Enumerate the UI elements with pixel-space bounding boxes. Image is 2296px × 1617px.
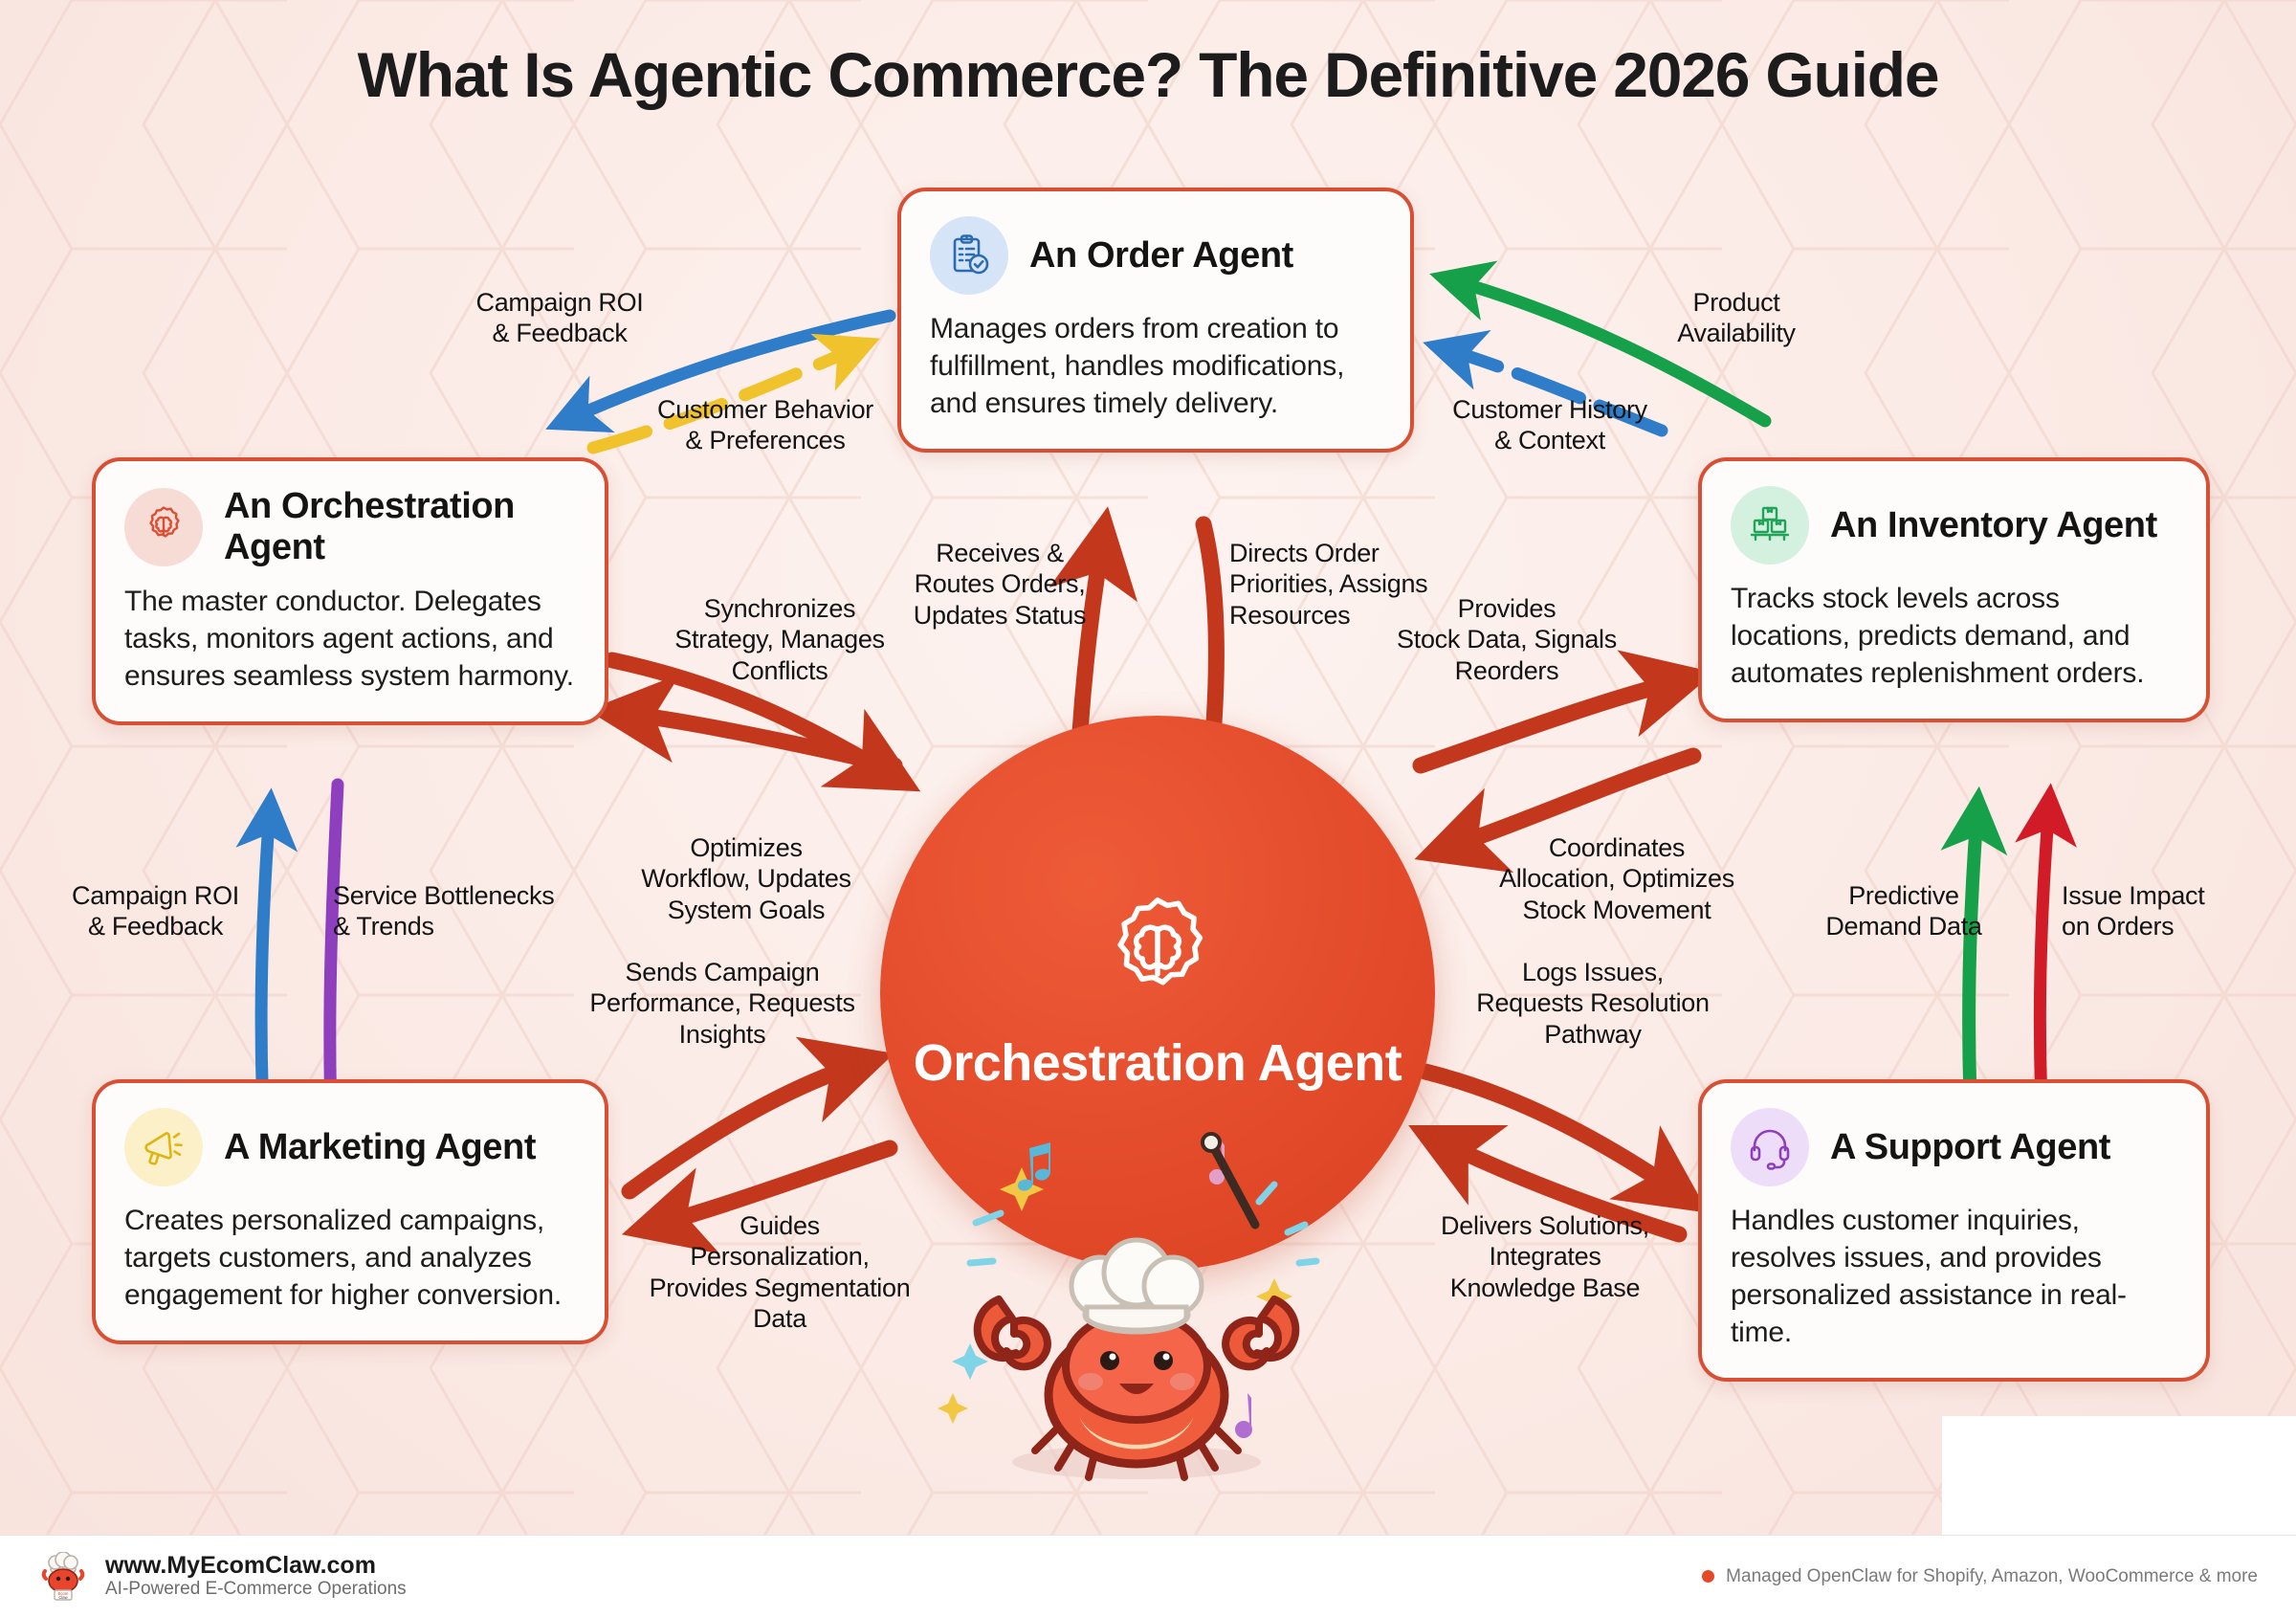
card-description: Creates personalized campaigns, targets … (124, 1205, 563, 1311)
clipboard-check-icon (930, 216, 1008, 295)
card-title: An Order Agent (1029, 234, 1293, 276)
headset-icon (1731, 1108, 1809, 1186)
card-description: Handles customer inquiries, resolves iss… (1731, 1205, 2127, 1348)
crab-chef-logo: Ecom Claw (41, 1551, 85, 1601)
card-support-agent[interactable]: A Support Agent Handles customer inquiri… (1698, 1079, 2210, 1382)
flow-label-issue-impact: Issue Impact on Orders (2062, 881, 2205, 941)
flow-label-sends-campaign: Sends Campaign Performance, Requests Ins… (589, 958, 855, 1049)
flow-label-coordinates-allocation: Coordinates Allocation, Optimizes Stock … (1499, 833, 1734, 924)
footer-brand[interactable]: Ecom Claw www.MyEcomClaw.com AI-Powered … (38, 1551, 407, 1602)
card-title: An Orchestration Agent (224, 486, 515, 567)
card-marketing-agent[interactable]: A Marketing Agent Creates personalized c… (92, 1079, 608, 1344)
arrow-synchronizes-strategy (586, 674, 903, 774)
hub-label: Orchestration Agent (913, 1034, 1402, 1093)
flow-label-optimizes-workflow: Optimizes Workflow, Updates System Goals (641, 833, 851, 924)
page-title: What Is Agentic Commerce? The Definitive… (357, 39, 1940, 110)
footer-tagline: AI-Powered E-Commerce Operations (105, 1579, 407, 1600)
card-description: Manages orders from creation to fulfillm… (930, 313, 1345, 419)
flow-label-campaign-roi-top: Campaign ROI & Feedback (475, 288, 644, 348)
footer-note-group: Managed OpenClaw for Shopify, Amazon, Wo… (1702, 1566, 2258, 1587)
flow-label-synchronizes-strategy: Synchronizes Strategy, Manages Conflicts (674, 594, 885, 685)
svg-text:Claw: Claw (58, 1595, 68, 1600)
flow-label-product-availability: Product Availability (1677, 288, 1796, 348)
card-inventory-agent[interactable]: An Inventory Agent Tracks stock levels a… (1698, 457, 2210, 722)
arrow-sends-campaign (621, 1036, 894, 1200)
card-order-agent[interactable]: An Order Agent Manages orders from creat… (897, 188, 1414, 453)
flow-label-customer-history: Customer History & Context (1452, 395, 1647, 455)
card-description: Tracks stock levels across locations, pr… (1731, 583, 2145, 689)
footer-note: Managed OpenClaw for Shopify, Amazon, Wo… (1726, 1565, 2258, 1586)
card-header: An Inventory Agent (1731, 486, 2177, 565)
flow-label-service-bottlenecks: Service Bottlenecks & Trends (333, 881, 555, 941)
card-header: An Orchestration Agent (124, 486, 576, 567)
card-header: A Support Agent (1731, 1108, 2177, 1186)
card-title: A Support Agent (1830, 1126, 2111, 1167)
bottom-right-white-block (1942, 1416, 2296, 1535)
flow-label-logs-issues: Logs Issues, Requests Resolution Pathway (1476, 958, 1710, 1049)
flow-label-customer-behavior: Customer Behavior & Preferences (657, 395, 873, 455)
arrow-logs-issues (1417, 1063, 1709, 1213)
crab-chef-mascot (938, 1132, 1320, 1481)
megaphone-icon (124, 1108, 203, 1186)
card-header: An Order Agent (930, 216, 1381, 295)
brain-gear-icon (124, 487, 203, 566)
bullet-dot-icon (1702, 1570, 1715, 1583)
flow-label-provides-stock: Provides Stock Data, Signals Reorders (1397, 594, 1617, 685)
flow-label-campaign-roi-left: Campaign ROI & Feedback (72, 881, 239, 941)
arrow-provides-stock (1412, 650, 1715, 774)
footer-text-block: www.MyEcomClaw.com AI-Powered E-Commerce… (105, 1552, 407, 1602)
card-title: A Marketing Agent (224, 1126, 537, 1167)
flow-label-delivers-solutions: Delivers Solutions, Integrates Knowledge… (1441, 1211, 1649, 1302)
card-orchestration-agent[interactable]: An Orchestration Agent The master conduc… (92, 457, 608, 726)
flow-label-predictive-demand: Predictive Demand Data (1825, 881, 1982, 941)
flow-label-receives-routes: Receives & Routes Orders, Updates Status (913, 539, 1087, 630)
footer-url[interactable]: www.MyEcomClaw.com (105, 1551, 376, 1579)
footer-bar: Ecom Claw www.MyEcomClaw.com AI-Powered … (0, 1535, 2296, 1617)
card-header: A Marketing Agent (124, 1108, 576, 1186)
card-description: The master conductor. Delegates tasks, m… (124, 586, 574, 693)
flow-label-guides-personalization: Guides Personalization, Provides Segment… (649, 1211, 911, 1334)
boxes-pallet-icon (1731, 486, 1809, 565)
brain-gear-icon (1097, 894, 1218, 1019)
card-title: An Inventory Agent (1830, 504, 2157, 545)
